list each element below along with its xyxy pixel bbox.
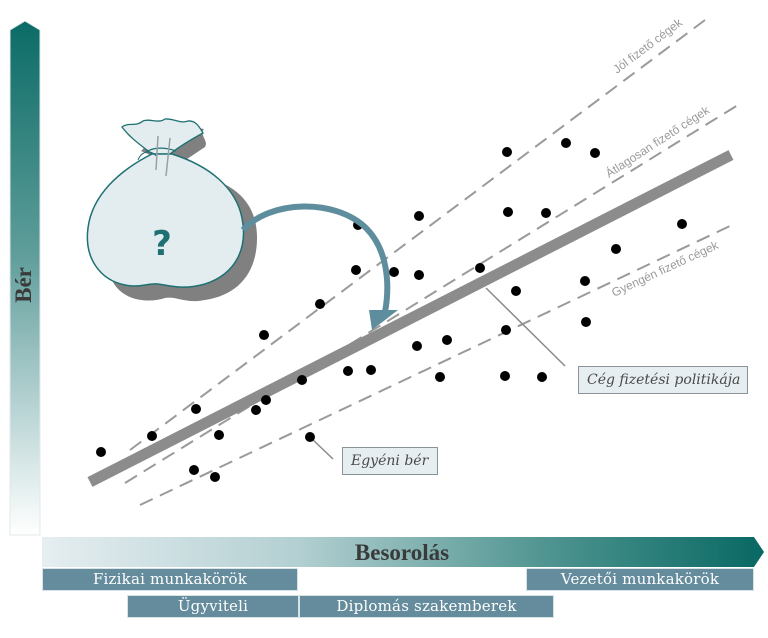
salary-point: [351, 265, 361, 275]
salary-point: [389, 267, 399, 277]
salary-point: [590, 148, 600, 158]
salary-point: [305, 432, 315, 442]
question-mark: ?: [152, 224, 172, 264]
salary-point: [580, 276, 590, 286]
salary-point: [561, 138, 571, 148]
salary-point: [414, 270, 424, 280]
salary-point: [537, 372, 547, 382]
salary-point: [475, 263, 485, 273]
salary-point: [414, 211, 424, 221]
pay-policy-line: [87, 150, 734, 487]
salary-point: [412, 341, 422, 351]
money-bag-icon: ?: [86, 118, 258, 302]
salary-point: [581, 317, 591, 327]
salary-point: [315, 299, 325, 309]
salary-point: [343, 366, 353, 376]
salary-point: [251, 405, 261, 415]
individual-salary-points: [96, 138, 687, 482]
salary-point: [541, 208, 551, 218]
diagram-canvas: ? Jól fizető cégek Átlagosan fizető cége…: [9, 15, 764, 567]
job-band-administrative: Ügyviteli munkakörök: [127, 595, 299, 636]
salary-point: [210, 472, 220, 482]
salary-point: [189, 465, 199, 475]
x-axis-arrow: [42, 537, 764, 567]
salary-point: [147, 431, 157, 441]
y-axis-arrow: [9, 20, 41, 536]
y-axis-label: Bér: [11, 267, 37, 303]
job-band-physical: Fizikai munkakörök: [42, 568, 298, 591]
salary-point: [677, 219, 687, 229]
salary-point: [191, 404, 201, 414]
salary-point: [503, 207, 513, 217]
individual-salary-callout: Egyéni bér: [342, 447, 438, 475]
salary-point: [366, 365, 376, 375]
salary-point: [611, 244, 621, 254]
low-pay-zone-label: Gyengén fizető cégek: [609, 238, 721, 300]
salary-point: [214, 430, 224, 440]
high-pay-dashed-line: [129, 19, 706, 451]
salary-point: [96, 447, 106, 457]
y-axis-title: Bér: [8, 260, 40, 310]
salary-point: [511, 286, 521, 296]
policy-callout: Cég fizetési politikája: [578, 366, 748, 394]
job-band-graduates: Diplomás szakemberek: [299, 595, 554, 618]
salary-policy-diagram: ? Jól fizető cégek Átlagosan fizető cége…: [8, 14, 764, 636]
job-band-management: Vezetői munkakörök: [526, 568, 754, 591]
high-pay-zone-label: Jól fizető cégek: [610, 15, 685, 77]
individual-callout-leader: [309, 436, 334, 460]
salary-point: [502, 147, 512, 157]
salary-point: [500, 371, 510, 381]
x-axis-label: Besorolás: [354, 540, 450, 565]
policy-callout-leader: [485, 287, 566, 367]
salary-point: [435, 372, 445, 382]
salary-point: [442, 335, 452, 345]
salary-point: [297, 375, 307, 385]
curved-arrow-icon: [240, 203, 398, 330]
salary-point: [261, 395, 271, 405]
average-pay-upper-dashed-line: [124, 104, 739, 484]
salary-point: [259, 330, 269, 340]
salary-point: [501, 325, 511, 335]
